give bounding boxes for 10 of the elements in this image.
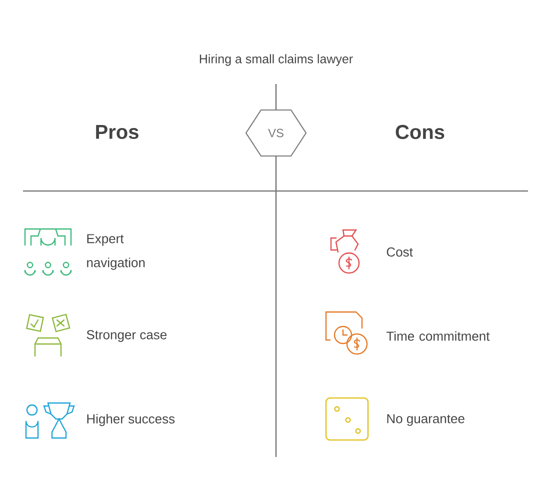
item-label: Higher success [87, 414, 175, 426]
vs-badge: VS [245, 109, 307, 157]
item-label: Time commitment [386, 331, 490, 341]
title: Hiring a small claims lawyer [200, 54, 353, 66]
item-label: Stronger case [86, 330, 167, 342]
heading: Pros [96, 125, 138, 139]
item-label: No guarantee [387, 414, 464, 426]
heading: Cons [396, 124, 444, 140]
item-label: Expert navigation [87, 234, 145, 270]
item-label: Cost [386, 247, 413, 257]
